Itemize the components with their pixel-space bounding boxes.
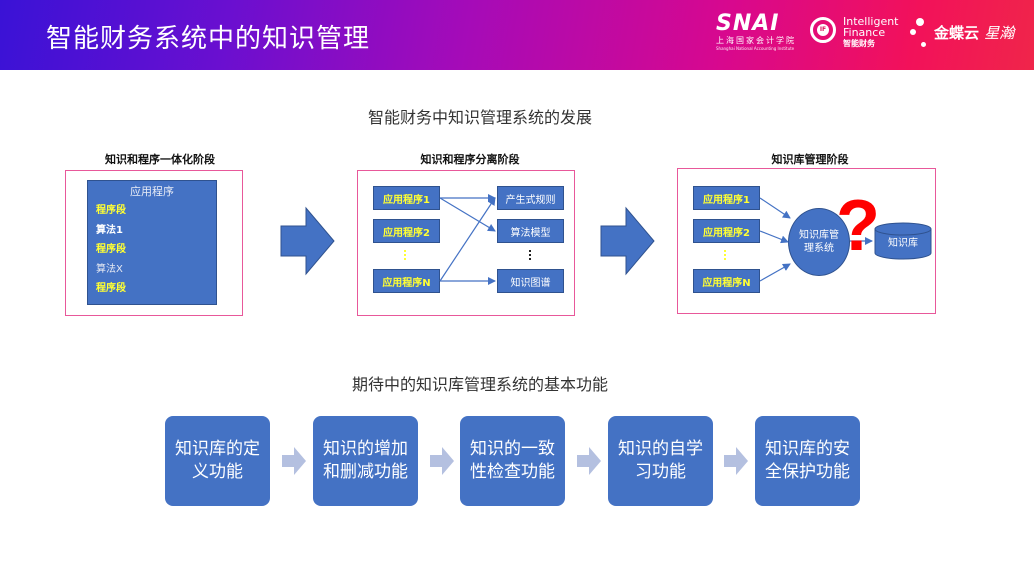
development-title: 智能财务中知识管理系统的发展 <box>368 108 593 127</box>
function-card: 知识库的安全保护功能 <box>755 416 860 506</box>
application-title: 应用程序 <box>130 185 174 198</box>
function-card: 知识的自学习功能 <box>608 416 713 506</box>
algorithm-model: 算法模型 <box>497 219 564 243</box>
function-card: 知识库的定义功能 <box>165 416 270 506</box>
program-segment: 程序段 <box>96 244 126 255</box>
kingdee-product: 星瀚 <box>984 24 1015 42</box>
snai-logo-cn: 上海国家会计学院 <box>716 36 796 45</box>
kingdee-dot-icon <box>921 42 926 47</box>
stage3-label: 知识库管理阶段 <box>771 153 849 166</box>
right-arrow-icon <box>280 206 335 276</box>
right-arrow-icon <box>430 447 454 475</box>
stage2-label: 知识和程序分离阶段 <box>420 153 520 166</box>
snai-logo: SNAI 上海国家会计学院 Shanghai National Accounti… <box>716 12 796 52</box>
application-1: 应用程序1 <box>373 186 440 210</box>
kingdee-dot-icon <box>916 18 924 26</box>
right-arrow-icon <box>282 447 306 475</box>
snai-logo-mark: SNAI <box>716 11 780 36</box>
intelligent-finance-logo: IF Intelligent Finance 智能财务 <box>810 14 900 54</box>
question-mark-icon: ? <box>836 186 880 266</box>
kingdee-dot-icon <box>910 29 916 35</box>
algorithm-1: 算法1 <box>96 225 123 236</box>
database-icon <box>874 222 932 260</box>
application-1: 应用程序1 <box>693 186 760 210</box>
application-2: 应用程序2 <box>693 219 760 243</box>
ellipsis-dots <box>404 250 408 262</box>
ellipsis-dots <box>724 250 728 262</box>
kingdee-logo: 金蝶云 星瀚 <box>910 14 1030 54</box>
kingdee-name: 金蝶云 <box>934 24 980 42</box>
stage1-application-box: 应用程序 程序段 算法1 程序段 算法X 程序段 <box>87 180 217 305</box>
application-2: 应用程序2 <box>373 219 440 243</box>
knowledge-base-label: 知识库 <box>888 238 918 249</box>
header-banner: 智能财务系统中的知识管理 SNAI 上海国家会计学院 Shanghai Nati… <box>0 0 1034 70</box>
right-arrow-icon <box>724 447 748 475</box>
function-card: 知识的增加和删减功能 <box>313 416 418 506</box>
knowledge-graph: 知识图谱 <box>497 269 564 293</box>
page-title: 智能财务系统中的知识管理 <box>46 24 371 54</box>
right-arrow-icon <box>600 206 655 276</box>
if-line2: Finance <box>843 26 886 39</box>
function-card: 知识的一致性检查功能 <box>460 416 565 506</box>
functions-title: 期待中的知识库管理系统的基本功能 <box>352 375 609 394</box>
if-line1: Intelligent <box>843 15 899 28</box>
stage1-label: 知识和程序一体化阶段 <box>105 153 215 166</box>
algorithm-x: 算法X <box>96 264 123 275</box>
right-arrow-icon <box>577 447 601 475</box>
program-segment: 程序段 <box>96 283 126 294</box>
program-segment: 程序段 <box>96 205 126 216</box>
application-n: 应用程序N <box>373 269 440 293</box>
if-cn: 智能财务 <box>843 39 875 48</box>
if-ring-icon: IF <box>810 17 836 43</box>
application-n: 应用程序N <box>693 269 760 293</box>
snai-logo-en: Shanghai National Accounting Institute <box>716 46 795 51</box>
production-rules: 产生式规则 <box>497 186 564 210</box>
if-badge: IF <box>817 24 829 36</box>
ellipsis-dots <box>529 250 533 262</box>
